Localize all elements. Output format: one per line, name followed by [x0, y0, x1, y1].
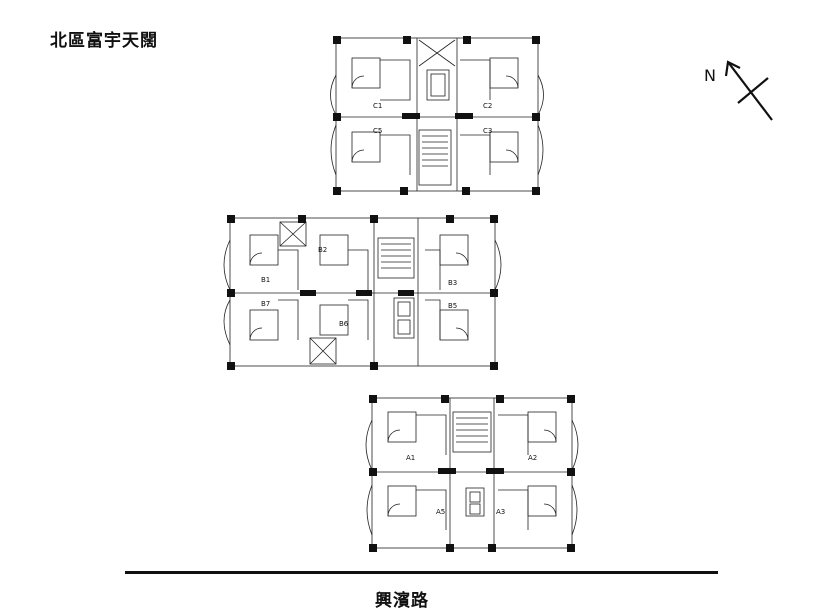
building-north: [330, 37, 544, 192]
diagram-title: 北區富宇天闊: [50, 31, 158, 51]
unit-label-c2: C2: [483, 102, 492, 110]
road-label: 興濱路: [375, 591, 429, 611]
unit-label-b3: B3: [448, 279, 457, 287]
unit-label-b6: B6: [339, 320, 349, 328]
unit-label-a5: A5: [436, 508, 445, 516]
unit-label-c3: C3: [483, 127, 492, 135]
north-arrow-icon: [724, 60, 773, 121]
unit-label-a3: A3: [496, 508, 505, 516]
unit-label-b2: B2: [318, 246, 327, 254]
unit-label-b5: B5: [448, 302, 457, 310]
building-south: [365, 397, 579, 549]
unit-label-b1: B1: [261, 276, 270, 284]
unit-label-b7: B7: [261, 300, 270, 308]
unit-label-a2: A2: [528, 454, 537, 462]
unit-label-c5: C5: [373, 127, 382, 135]
unit-label-c1: C1: [373, 102, 382, 110]
unit-label-a1: A1: [406, 454, 415, 462]
road-line: [125, 571, 718, 574]
north-label: N: [704, 66, 716, 85]
